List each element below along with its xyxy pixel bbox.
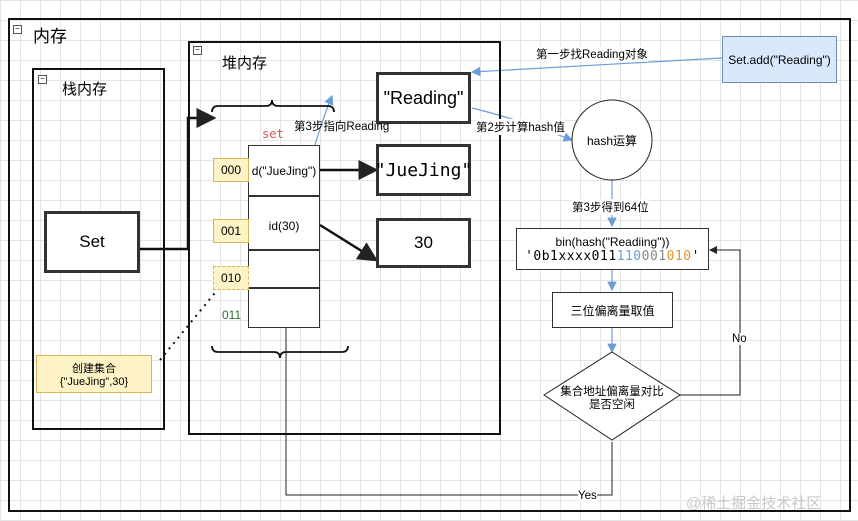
heap-frame	[188, 41, 501, 435]
thirty-object: 30	[376, 218, 471, 268]
create-note-line2: {"JueJing",30}	[59, 376, 129, 388]
stack-frame	[32, 68, 165, 430]
decision-line2: 是否空闲	[589, 399, 635, 411]
stack-title: 栈内存	[62, 81, 108, 98]
table-slot-000: d("JueJing")	[248, 145, 320, 196]
offset-node: 三位偏离量取值	[552, 292, 673, 328]
stack-set-node: Set	[44, 211, 140, 273]
binary-expr: bin(hash("Readiing"))	[555, 234, 670, 249]
set-label: set	[262, 127, 284, 141]
binary-part-2: 001	[641, 248, 667, 264]
binary-prefix: '0b1xxxx011	[525, 248, 617, 264]
table-slot-010	[248, 250, 320, 288]
create-note-line1: 创建集合	[72, 363, 116, 375]
collapse-icon[interactable]: −	[193, 46, 202, 55]
watermark: @稀土掘金技术社区	[686, 495, 822, 512]
index-010: 010	[213, 266, 249, 290]
table-slot-001: id(30)	[248, 196, 320, 250]
step1-edge	[470, 57, 723, 77]
hash-circle	[571, 99, 653, 181]
memory-title: 内存	[33, 27, 67, 46]
create-collection-note: 创建集合 {"JueJing",30}	[36, 355, 152, 393]
binary-suffix: '	[691, 248, 700, 264]
slot001-to-thirty-edge	[319, 223, 379, 262]
step3-64bit-label: 第3步得到64位	[572, 199, 649, 215]
table-slot-011	[248, 288, 320, 328]
step1-label: 第一步找Reading对象	[536, 46, 648, 62]
note-to-slot-dotted	[159, 271, 233, 361]
decision-text: 集合地址偏离量对比 是否空闲	[550, 386, 674, 412]
decision-line1: 集合地址偏离量对比	[560, 386, 664, 398]
yes-edge	[282, 281, 613, 496]
yes-label: Yes	[578, 490, 597, 502]
top-brace	[211, 99, 335, 113]
binary-value: '0b1xxxx011110001010'	[525, 249, 700, 264]
index-001: 001	[213, 219, 249, 243]
memory-frame	[8, 18, 851, 512]
no-label: No	[732, 333, 747, 345]
binary-part-1: 110	[616, 248, 642, 264]
set-add-node: Set.add("Reading")	[722, 36, 837, 83]
step3-pointer-label: 第3步指向Reading	[294, 121, 390, 133]
reading-object: "Reading"	[376, 72, 471, 124]
hash-op-label: hash运算	[586, 134, 638, 148]
binary-part-3: 010	[666, 248, 692, 264]
index-011: 011	[222, 308, 242, 322]
bottom-brace	[211, 345, 349, 359]
binary-node: bin(hash("Readiing")) '0b1xxxx0111100010…	[516, 228, 709, 270]
step2-label: 第2步计算hash值	[476, 119, 565, 135]
heap-title: 堆内存	[222, 55, 268, 72]
collapse-icon[interactable]: −	[38, 75, 47, 84]
decision-diamond	[543, 351, 681, 441]
no-edge	[680, 246, 741, 396]
juejing-object: "JueJing"	[375, 144, 472, 196]
index-000: 000	[213, 158, 249, 182]
collapse-icon[interactable]: −	[13, 25, 22, 34]
